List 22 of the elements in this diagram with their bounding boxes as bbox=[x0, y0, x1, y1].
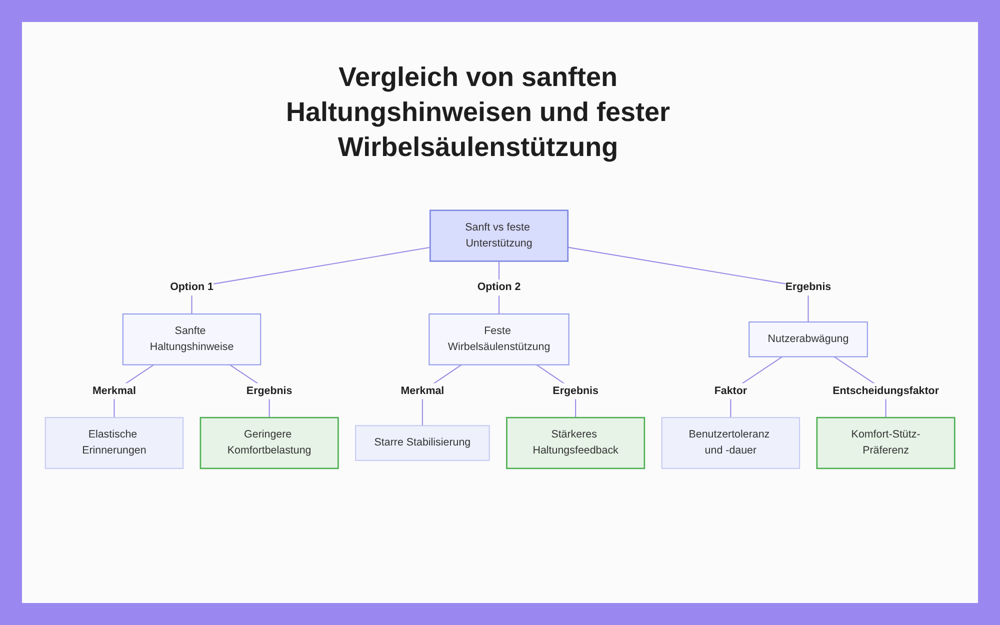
connector bbox=[191, 246, 430, 314]
edge-label: Entscheidungsfaktor bbox=[832, 385, 939, 397]
node-box: Stärkeres Haltungsfeedback bbox=[506, 416, 646, 470]
edge-label: Option 2 bbox=[477, 282, 521, 293]
node-box: Sanft vs feste Unterstützung bbox=[429, 210, 569, 262]
edge-label: Merkmal bbox=[400, 385, 444, 397]
node-box: Nutzerabwägung bbox=[748, 322, 868, 358]
edge-label: Option 1 bbox=[170, 282, 214, 293]
node-box: Sanfte Haltungshinweise bbox=[122, 313, 262, 366]
edge-label: Ergebnis bbox=[552, 385, 598, 397]
diagram-title: Vergleich von sanften Haltungshinweisen und fester Wirbelsäulenstützung bbox=[284, 61, 672, 164]
node-box: Benutzertoleranz und -dauer bbox=[661, 417, 800, 469]
node-box: Elastische Erinnerungen bbox=[44, 417, 184, 469]
edge-label: Ergebnis bbox=[785, 282, 832, 293]
edge-label: Faktor bbox=[714, 385, 748, 397]
edge-label: Merkmal bbox=[92, 385, 136, 397]
node-box: Komfort-Stütz-Präferenz bbox=[816, 416, 956, 470]
edge-label: Ergebnis bbox=[246, 385, 292, 397]
node-box: Feste Wirbelsäulenstützung bbox=[428, 313, 570, 366]
connector bbox=[568, 246, 809, 322]
node-box: Geringere Komfortbelastung bbox=[200, 416, 339, 470]
node-box: Starre Stabilisierung bbox=[355, 425, 490, 461]
